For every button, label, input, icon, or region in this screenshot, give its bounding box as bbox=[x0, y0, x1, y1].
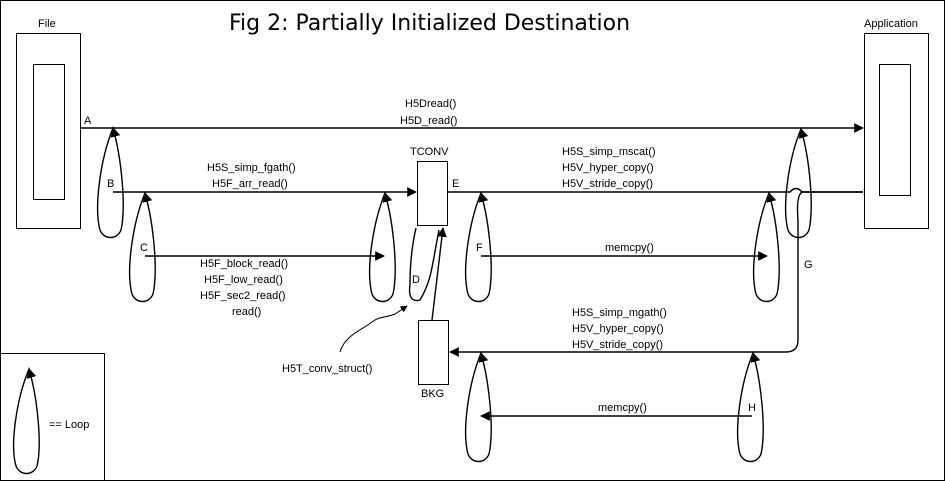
loop-f-return bbox=[752, 193, 780, 303]
loop-a bbox=[96, 128, 124, 239]
loop-e bbox=[464, 193, 492, 303]
point-d-label: D bbox=[412, 274, 420, 286]
loop-d bbox=[408, 227, 440, 302]
arrow-e-mscat bbox=[448, 187, 863, 193]
tconv-label: TCONV bbox=[410, 146, 449, 158]
legend-text: == Loop bbox=[49, 419, 89, 431]
point-h-label: H bbox=[748, 402, 756, 414]
point-b-label: B bbox=[107, 178, 114, 190]
arrow-d-bkg-to-tconv bbox=[431, 227, 447, 321]
mgath-label-2: H5V_hyper_copy() bbox=[572, 323, 664, 335]
fgath-label-1: H5S_simp_fgath() bbox=[207, 162, 296, 174]
point-c-label: C bbox=[140, 242, 148, 254]
block-read-label: H5F_block_read() bbox=[200, 258, 288, 270]
conv-struct-label: H5T_conv_struct() bbox=[282, 363, 372, 375]
point-a-label: A bbox=[84, 115, 92, 127]
file-box-label: File bbox=[38, 18, 56, 30]
tconv-buffer bbox=[417, 161, 448, 226]
loop-g bbox=[736, 353, 764, 463]
sec2-read-label: H5F_sec2_read() bbox=[200, 290, 286, 302]
mgath-label-3: H5V_stride_copy() bbox=[572, 339, 663, 351]
loop-b bbox=[128, 193, 156, 303]
file-buffer bbox=[33, 64, 65, 200]
memcpy-f-label: memcpy() bbox=[605, 242, 654, 254]
mscat-label-3: H5V_stride_copy() bbox=[562, 178, 653, 190]
mscat-label-1: H5S_simp_mscat() bbox=[562, 146, 656, 158]
mscat-label-2: H5V_hyper_copy() bbox=[562, 162, 654, 174]
point-g-label: G bbox=[804, 259, 813, 271]
memcpy-h-label: memcpy() bbox=[598, 402, 647, 414]
bkg-buffer bbox=[418, 320, 449, 385]
loop-g-return bbox=[464, 353, 492, 463]
file-box bbox=[16, 33, 81, 229]
mgath-label-1: H5S_simp_mgath() bbox=[572, 307, 667, 319]
application-box bbox=[864, 33, 929, 229]
point-e-label: E bbox=[452, 178, 459, 190]
h5d-read-label: H5D_read() bbox=[400, 115, 457, 127]
low-read-label: H5F_low_read() bbox=[204, 274, 283, 286]
bkg-label: BKG bbox=[421, 388, 444, 400]
point-f-label: F bbox=[476, 242, 483, 254]
arrow-g-mgath bbox=[449, 191, 863, 357]
loop-b-return bbox=[368, 193, 396, 303]
application-buffer bbox=[879, 64, 911, 196]
read-label: read() bbox=[232, 306, 261, 318]
application-box-label: Application bbox=[864, 18, 918, 30]
h5dread-label: H5Dread() bbox=[405, 98, 456, 110]
fgath-label-2: H5F_arr_read() bbox=[212, 178, 288, 190]
figure-title: Fig 2: Partially Initialized Destination bbox=[229, 11, 630, 36]
legend-loop-icon bbox=[12, 369, 40, 475]
loop-a-return bbox=[784, 129, 812, 239]
conv-struct-pointer bbox=[339, 305, 408, 353]
